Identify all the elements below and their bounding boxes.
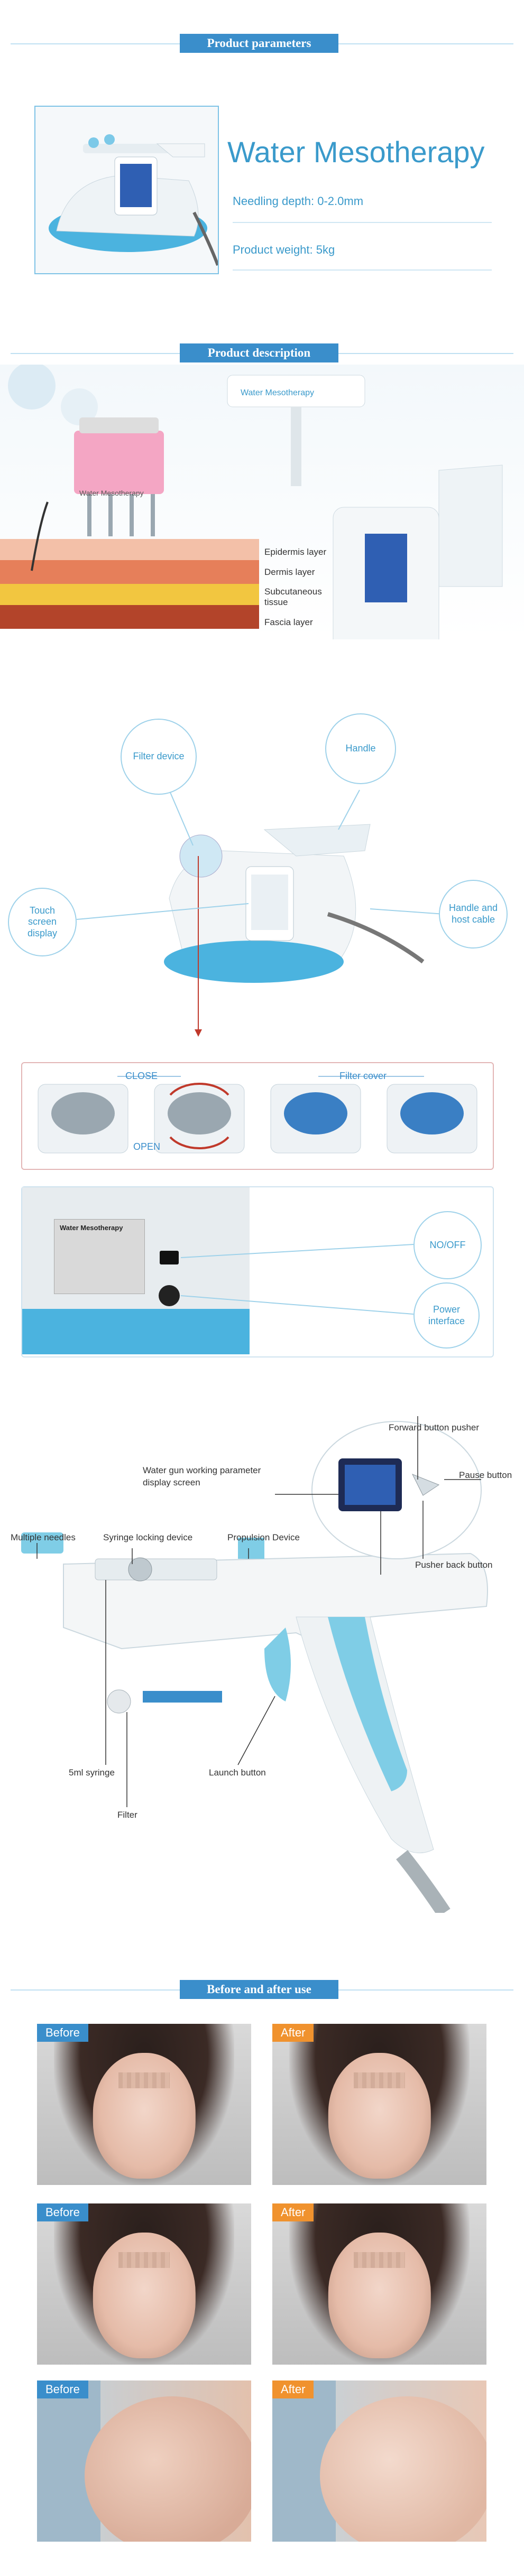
label-pause-button: Pause button <box>459 1470 512 1480</box>
water-gun-diagram <box>21 1416 488 1917</box>
divider-line <box>233 269 492 271</box>
machine-illustration <box>49 134 219 266</box>
product-weight: Product weight: 5kg <box>233 243 335 256</box>
device-plate-name: Water Mesotherapy <box>60 1224 123 1232</box>
label-syringe: 5ml syringe <box>69 1768 115 1778</box>
label-propulsion: Propulsion Device <box>227 1532 300 1542</box>
label-filter: Filter <box>117 1810 137 1820</box>
before-photo-2: Before <box>37 2203 251 2365</box>
callout-touch-screen: Touch screen display <box>8 888 77 956</box>
callout-power-interface: Power interface <box>413 1282 480 1349</box>
layer-subcutaneous: Subcutaneous tissue <box>264 587 322 607</box>
section-title-product-parameters: Product parameters <box>180 34 338 53</box>
before-badge: Before <box>37 2380 88 2398</box>
power-lines <box>180 1244 414 1315</box>
filter-cover-label: Filter cover <box>339 1071 387 1081</box>
after-badge: After <box>272 2380 314 2398</box>
machine-diagram <box>76 771 445 1037</box>
after-photo-2: After <box>272 2203 486 2365</box>
after-photo-3: After <box>272 2380 486 2542</box>
section-title-product-description: Product description <box>180 343 338 362</box>
water-gun-illustration: Forward button pusher Water gun working … <box>0 1406 524 1917</box>
power-socket-icon <box>159 1285 180 1306</box>
filter-close-label: CLOSE <box>125 1071 158 1081</box>
divider-line <box>233 222 492 223</box>
after-badge: After <box>272 2203 314 2221</box>
filter-cover-panel: CLOSE OPEN Filter cover <box>21 1062 494 1170</box>
layer-dermis: Dermis layer <box>264 567 315 577</box>
label-forward-pusher: Forward button pusher <box>389 1422 480 1433</box>
callout-filter-device: Filter device <box>121 719 197 795</box>
callout-switch: NO/OFF <box>413 1211 482 1279</box>
label-syringe-lock: Syringe locking device <box>103 1532 193 1542</box>
layer-epidermis: Epidermis layer <box>264 547 327 557</box>
label-multiple-needles: Multiple needles <box>11 1532 76 1542</box>
product-image-frame <box>34 106 219 274</box>
power-switch-icon <box>160 1251 179 1264</box>
power-photo: Water Mesotherapy <box>22 1187 250 1354</box>
before-photo-3: Before <box>37 2380 251 2542</box>
needling-depth: Needling depth: 0-2.0mm <box>233 194 364 208</box>
layer-fascia: Fascia layer <box>264 617 313 627</box>
power-panel: Water Mesotherapy NO/OFF Power interface <box>21 1186 494 1357</box>
filter-cover-illustration <box>38 1076 477 1154</box>
filter-open-label: OPEN <box>133 1141 161 1152</box>
callout-handle: Handle <box>325 713 396 784</box>
pink-module-label: Water Mesotherapy <box>79 489 144 497</box>
section-title-before-after: Before and after use <box>180 1980 338 1999</box>
label-launch-button: Launch button <box>209 1768 266 1778</box>
callout-handle-cable: Handle and host cable <box>439 880 508 948</box>
before-badge: Before <box>37 2203 88 2221</box>
description-illustration: Water Mesotherapy Water Mesotherapy Epid… <box>0 362 524 656</box>
label-display-screen: Water gun working parameter display scre… <box>143 1465 261 1487</box>
before-badge: Before <box>37 2024 88 2042</box>
skin-layers-illustration <box>0 362 503 656</box>
after-badge: After <box>272 2024 314 2042</box>
device-tag-label: Water Mesotherapy <box>241 388 315 397</box>
product-name: Water Mesotherapy <box>227 135 485 169</box>
before-photo-1: Before <box>37 2024 251 2185</box>
label-pusher-back: Pusher back button <box>415 1560 493 1570</box>
after-photo-1: After <box>272 2024 486 2185</box>
machine-callout-illustration: Filter device Handle Touch screen displa… <box>0 698 524 1046</box>
